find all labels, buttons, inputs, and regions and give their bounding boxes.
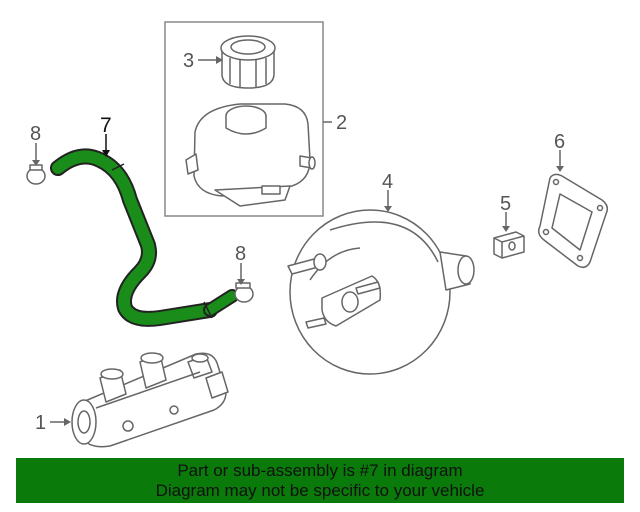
callout-6: 6 [554,131,565,153]
banner-line-1: Part or sub-assembly is #7 in diagram [177,461,463,480]
reservoir-inset-box [164,21,324,217]
callout-2: 2 [336,112,347,134]
info-banner: Part or sub-assembly is #7 in diagram Di… [16,458,624,503]
hose-clamp-right-part-8[interactable] [234,282,254,303]
vacuum-hose-part-7[interactable] [50,148,239,327]
callout-1: 1 [35,412,46,434]
reservoir-part-2[interactable] [185,103,316,207]
bracket-part-5[interactable] [493,231,525,259]
callout-8-left: 8 [30,123,41,145]
hose-clamp-left-part-8[interactable] [26,164,46,185]
reservoir-cap-part-3[interactable] [220,35,276,89]
callout-3: 3 [183,50,194,72]
callout-7: 7 [100,114,112,137]
brake-booster-part-4[interactable] [287,209,475,375]
callout-5: 5 [500,193,511,215]
callout-8-right: 8 [235,243,246,265]
gasket-part-6[interactable] [537,173,609,269]
callout-4: 4 [382,171,393,193]
master-cylinder-part-1[interactable] [71,352,229,448]
banner-line-2: Diagram may not be specific to your vehi… [155,481,485,500]
